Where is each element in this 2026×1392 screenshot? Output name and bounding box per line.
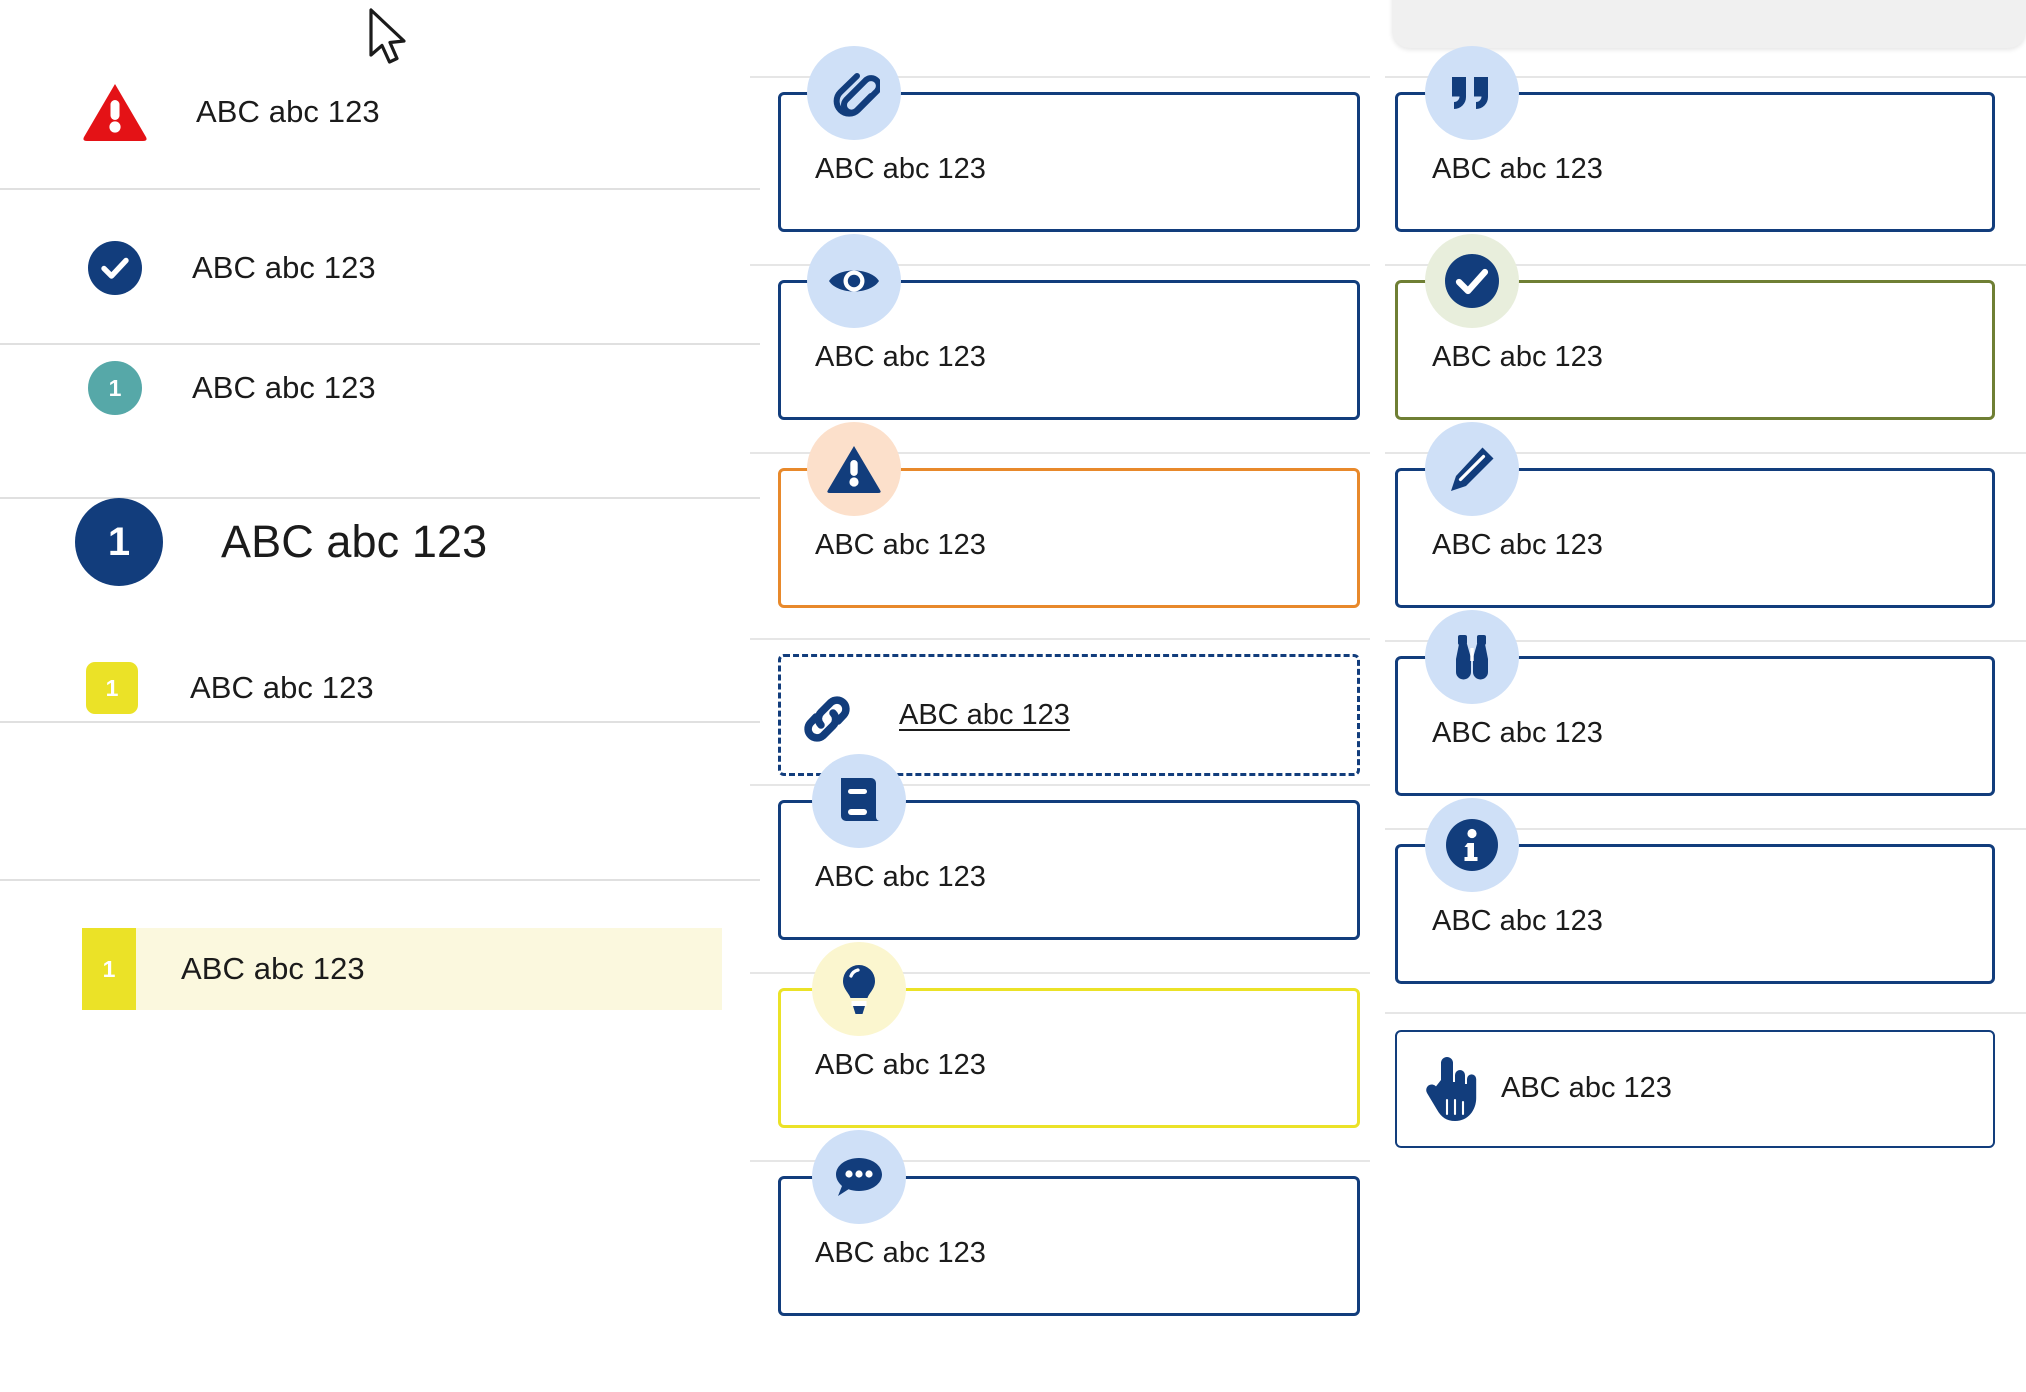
warning-triangle-icon (807, 422, 901, 516)
legend-row-label: ABC abc 123 (192, 370, 376, 405)
divider (750, 1160, 1370, 1162)
number-square-icon: 1 (86, 662, 138, 714)
card-label: ABC abc 123 (815, 529, 986, 561)
card-label: ABC abc 123 (815, 341, 986, 373)
binoculars-icon (1425, 610, 1519, 704)
right-card-column: ABC abc 123 ABC abc 123 ABC abc 123 ABC … (1385, 0, 2026, 1392)
card-warning[interactable]: ABC abc 123 (778, 468, 1360, 608)
card-action[interactable]: ABC abc 123 (1395, 1030, 1995, 1148)
number-square-icon: 1 (82, 928, 136, 1010)
check-circle-icon (88, 241, 142, 295)
legend-row-step-teal[interactable]: 1 ABC abc 123 (0, 348, 760, 428)
eye-icon (807, 234, 901, 328)
legend-row-label: ABC abc 123 (192, 250, 376, 285)
card-label: ABC abc 123 (815, 153, 986, 185)
number-badge-icon: 1 (88, 361, 142, 415)
card-label: ABC abc 123 (1432, 529, 1603, 561)
legend-row-label: ABC abc 123 (181, 951, 365, 986)
background-panel-shape (1392, 0, 2026, 48)
legend-row-confirm[interactable]: ABC abc 123 (0, 228, 760, 308)
legend-row-label: ABC abc 123 (221, 516, 488, 567)
left-legend-panel: ABC abc 123 ABC abc 123 1 ABC abc 123 1 … (0, 0, 760, 1392)
divider (0, 343, 760, 345)
card-label: ABC abc 123 (815, 861, 986, 893)
legend-row-heading[interactable]: 1 ABC abc 123 (0, 482, 760, 602)
divider (0, 721, 760, 723)
divider (0, 188, 760, 190)
card-label: ABC abc 123 (1432, 717, 1603, 749)
card-link-label[interactable]: ABC abc 123 (899, 699, 1070, 731)
divider (1385, 1012, 2026, 1014)
chain-link-icon (798, 690, 856, 748)
badge-number: 1 (102, 955, 116, 982)
card-label: ABC abc 123 (815, 1237, 986, 1269)
card-tip[interactable]: ABC abc 123 (778, 988, 1360, 1128)
divider (750, 972, 1370, 974)
legend-row-label: ABC abc 123 (196, 94, 380, 129)
card-label: ABC abc 123 (1432, 153, 1603, 185)
pointing-hand-icon (1423, 1054, 1481, 1126)
divider (0, 879, 760, 881)
card-link[interactable]: ABC abc 123 (778, 654, 1360, 776)
book-icon (812, 754, 906, 848)
divider (1385, 452, 2026, 454)
card-label: ABC abc 123 (815, 1049, 986, 1081)
check-circle-icon (1425, 234, 1519, 328)
legend-row-alert[interactable]: ABC abc 123 (0, 72, 760, 152)
card-label: ABC abc 123 (1432, 905, 1603, 937)
divider (750, 76, 1370, 78)
divider (1385, 76, 2026, 78)
warning-triangle-icon (82, 82, 148, 142)
pencil-icon (1425, 422, 1519, 516)
divider (1385, 264, 2026, 266)
divider (1385, 640, 2026, 642)
info-circle-icon (1425, 798, 1519, 892)
card-label: ABC abc 123 (1501, 1072, 1672, 1104)
divider (1385, 828, 2026, 830)
divider (750, 452, 1370, 454)
legend-row-label: ABC abc 123 (190, 670, 374, 705)
card-label: ABC abc 123 (1432, 341, 1603, 373)
divider (750, 264, 1370, 266)
paperclip-icon (807, 46, 901, 140)
legend-row-highlighted[interactable]: 1 ABC abc 123 (82, 928, 722, 1010)
badge-number: 1 (105, 674, 119, 701)
badge-number: 1 (108, 374, 122, 401)
middle-card-column: ABC abc 123 ABC abc 123 ABC abc 123 ABC … (750, 0, 1380, 1392)
number-badge-icon: 1 (75, 498, 163, 586)
quotation-mark-icon (1425, 46, 1519, 140)
legend-row-step-yellow[interactable]: 1 ABC abc 123 (0, 648, 760, 728)
lightbulb-icon (812, 942, 906, 1036)
divider (0, 497, 760, 499)
divider (750, 784, 1370, 786)
speech-bubble-icon (812, 1130, 906, 1224)
card-success[interactable]: ABC abc 123 (1395, 280, 1995, 420)
badge-number: 1 (107, 519, 131, 564)
divider (750, 638, 1370, 640)
